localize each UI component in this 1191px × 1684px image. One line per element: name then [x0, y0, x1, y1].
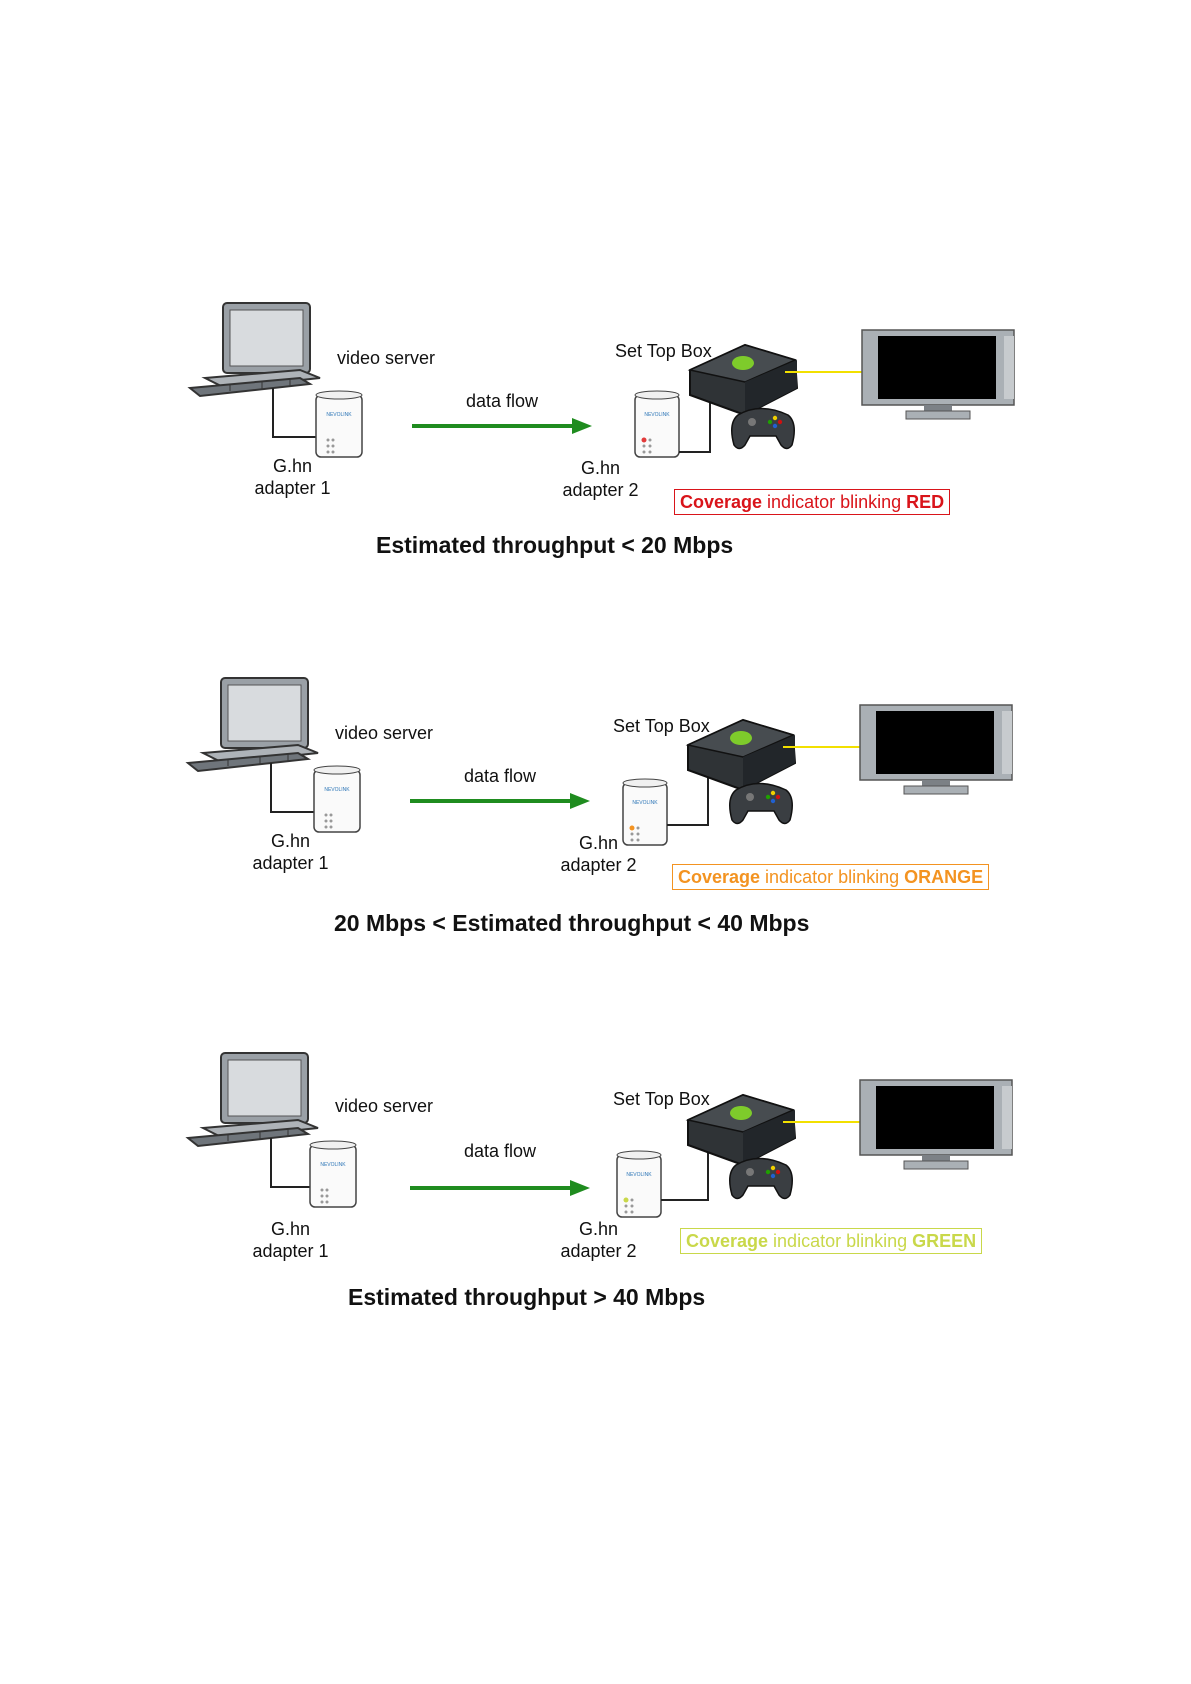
data-flow-label: data flow	[464, 1141, 537, 1161]
video-server-label: video server	[335, 723, 434, 743]
arrow-icon	[410, 793, 590, 809]
arrow-icon	[410, 1180, 590, 1196]
scenario-1: NEVOLINK NEVOLINK	[0, 300, 1191, 600]
indicator-middle-text: indicator blinking	[760, 867, 905, 887]
coverage-indicator-status: Coverage indicator blinking GREEN	[680, 1228, 983, 1254]
indicator-word-coverage: Coverage	[686, 1231, 769, 1251]
arrow-icon	[412, 418, 592, 434]
adapter-1-icon: NEVOLINK	[313, 765, 361, 833]
gamepad-icon	[729, 1157, 793, 1200]
indicator-color-word: RED	[906, 492, 945, 512]
set-top-box-label: Set Top Box	[613, 716, 710, 736]
svg-text:NEVOLINK: NEVOLINK	[644, 412, 670, 418]
adapter-2-label: G.hn adapter 2	[560, 1219, 637, 1261]
indicator-middle-text: indicator blinking	[768, 1231, 913, 1251]
adapter-1-label: G.hn adapter 1	[252, 831, 329, 873]
scenario-2-artwork: NEVOLINK NEVOLINK	[185, 677, 1013, 846]
gamepad-icon	[731, 407, 795, 450]
laptop-icon	[185, 1052, 319, 1148]
adapter-2-label: G.hn adapter 2	[560, 833, 637, 875]
set-top-box-icon	[687, 343, 799, 417]
indicator-color-word: GREEN	[912, 1231, 977, 1251]
tv-icon	[859, 704, 1013, 795]
set-top-box-label: Set Top Box	[613, 1089, 710, 1109]
throughput-caption: 20 Mbps < Estimated throughput < 40 Mbps	[334, 910, 810, 936]
scenario-1-artwork: NEVOLINK NEVOLINK	[187, 302, 1015, 458]
tv-icon	[859, 1079, 1013, 1170]
scenario-2: NEVOLINK NEVOLINK	[0, 675, 1191, 975]
gamepad-icon	[729, 782, 793, 825]
adapter-2-icon: NEVOLINK	[616, 1150, 662, 1218]
coverage-indicator-status: Coverage indicator blinking RED	[674, 489, 951, 515]
indicator-word-coverage: Coverage	[678, 867, 761, 887]
tv-icon	[861, 329, 1015, 420]
throughput-caption: Estimated throughput > 40 Mbps	[348, 1284, 706, 1310]
indicator-middle-text: indicator blinking	[762, 492, 907, 512]
data-flow-label: data flow	[464, 766, 537, 786]
coverage-indicator-status: Coverage indicator blinking ORANGE	[672, 864, 990, 890]
scenario-3: NEVOLINK NEVOLINK	[0, 1050, 1191, 1350]
adapter-2-label: G.hn adapter 2	[562, 458, 639, 500]
data-flow-label: data flow	[466, 391, 539, 411]
set-top-box-label: Set Top Box	[615, 341, 712, 361]
adapter-1-icon: NEVOLINK	[315, 390, 363, 458]
video-server-label: video server	[337, 348, 436, 368]
indicator-word-coverage: Coverage	[680, 492, 763, 512]
adapter-1-label: G.hn adapter 1	[254, 456, 331, 498]
svg-text:NEVOLINK: NEVOLINK	[626, 1172, 652, 1178]
svg-text:NEVOLINK: NEVOLINK	[324, 787, 350, 793]
scenario-3-artwork: NEVOLINK NEVOLINK	[185, 1052, 1013, 1218]
adapter-1-label: G.hn adapter 1	[252, 1219, 329, 1261]
laptop-icon	[185, 677, 319, 773]
svg-text:NEVOLINK: NEVOLINK	[632, 800, 658, 806]
adapter-2-icon: NEVOLINK	[634, 390, 680, 458]
laptop-icon	[187, 302, 321, 398]
svg-text:NEVOLINK: NEVOLINK	[320, 1162, 346, 1168]
indicator-color-word: ORANGE	[904, 867, 984, 887]
set-top-box-icon	[685, 1093, 797, 1167]
video-server-label: video server	[335, 1096, 434, 1116]
set-top-box-icon	[685, 718, 797, 792]
throughput-caption: Estimated throughput < 20 Mbps	[376, 532, 734, 558]
adapter-2-icon: NEVOLINK	[622, 778, 668, 846]
adapter-1-icon: NEVOLINK	[309, 1140, 357, 1208]
svg-text:NEVOLINK: NEVOLINK	[326, 412, 352, 418]
